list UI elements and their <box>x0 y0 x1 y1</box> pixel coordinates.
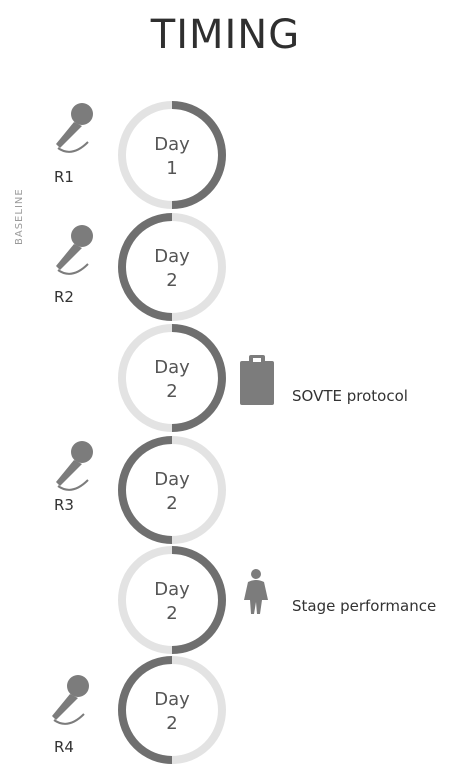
recording-label-r2: R2 <box>54 288 74 306</box>
day-number: 2 <box>166 270 177 291</box>
day-number: 2 <box>166 603 177 624</box>
recording-label-r3: R3 <box>54 496 74 514</box>
day-circle-4: Day 2 <box>118 436 226 544</box>
day-word: Day <box>154 689 190 710</box>
stage-performance-label: Stage performance <box>292 597 436 615</box>
day-circle-5: Day 2 <box>118 546 226 654</box>
baseline-label: BASELINE <box>14 188 25 245</box>
day-word: Day <box>154 246 190 267</box>
page-title: TIMING <box>150 12 301 58</box>
microphone-icon <box>56 103 93 153</box>
microphone-icon <box>52 675 89 725</box>
day-word: Day <box>154 469 190 490</box>
day-number: 1 <box>166 158 177 179</box>
day-number: 2 <box>166 713 177 734</box>
recording-label-r1: R1 <box>54 168 74 186</box>
day-number: 2 <box>166 493 177 514</box>
day-circle-2: Day 2 <box>118 213 226 321</box>
recording-label-r4: R4 <box>54 738 74 756</box>
day-word: Day <box>154 357 190 378</box>
sovte-protocol-label: SOVTE protocol <box>292 387 408 405</box>
day-word: Day <box>154 134 190 155</box>
microphone-icon <box>56 225 93 275</box>
day-circle-1: Day 1 <box>118 101 226 209</box>
clipboard-icon <box>240 355 274 405</box>
day-circle-6: Day 2 <box>118 656 226 764</box>
performer-icon <box>244 569 268 614</box>
day-word: Day <box>154 579 190 600</box>
day-number: 2 <box>166 381 177 402</box>
day-circle-3: Day 2 <box>118 324 226 432</box>
microphone-icon <box>56 441 93 491</box>
